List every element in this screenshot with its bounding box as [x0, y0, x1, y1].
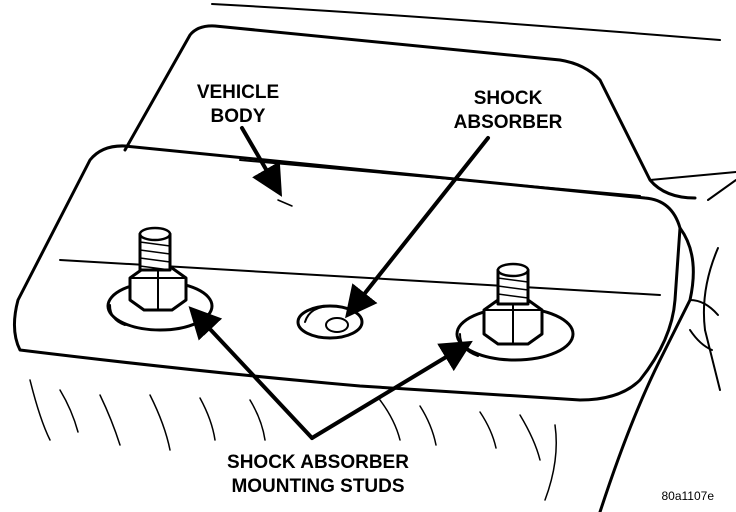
mounting-studs-label-line2: MOUNTING STUDS	[231, 476, 404, 497]
vehicle-body-label: VEHICLE BODY	[197, 82, 279, 127]
vehicle-body-label-line2: BODY	[211, 106, 266, 127]
mounting-studs-label-line1: SHOCK ABSORBER	[227, 452, 409, 473]
lower-frame	[29, 379, 557, 501]
callout-arrows	[188, 126, 490, 440]
shock-absorber-label: SHOCK ABSORBER	[454, 88, 563, 133]
side-structure	[598, 179, 736, 512]
mounting-studs-label: SHOCK ABSORBER MOUNTING STUDS	[227, 452, 409, 497]
left-stud-arrow	[188, 306, 314, 440]
vehicle-body-label-line1: VEHICLE	[197, 82, 279, 103]
figure-number: 80a1107e	[662, 489, 715, 503]
right-stud-arrow	[310, 340, 473, 440]
vehicle-body-arrow	[240, 126, 283, 197]
mounting-plate	[13, 144, 682, 402]
shock-absorber-label-line1: SHOCK	[474, 88, 543, 109]
right-mounting-stud	[455, 262, 575, 362]
shock-absorber-label-line2: ABSORBER	[454, 112, 563, 133]
left-mounting-stud	[106, 226, 214, 332]
vehicle-body-panel	[123, 3, 736, 200]
shock-absorber-arrow	[345, 136, 490, 319]
